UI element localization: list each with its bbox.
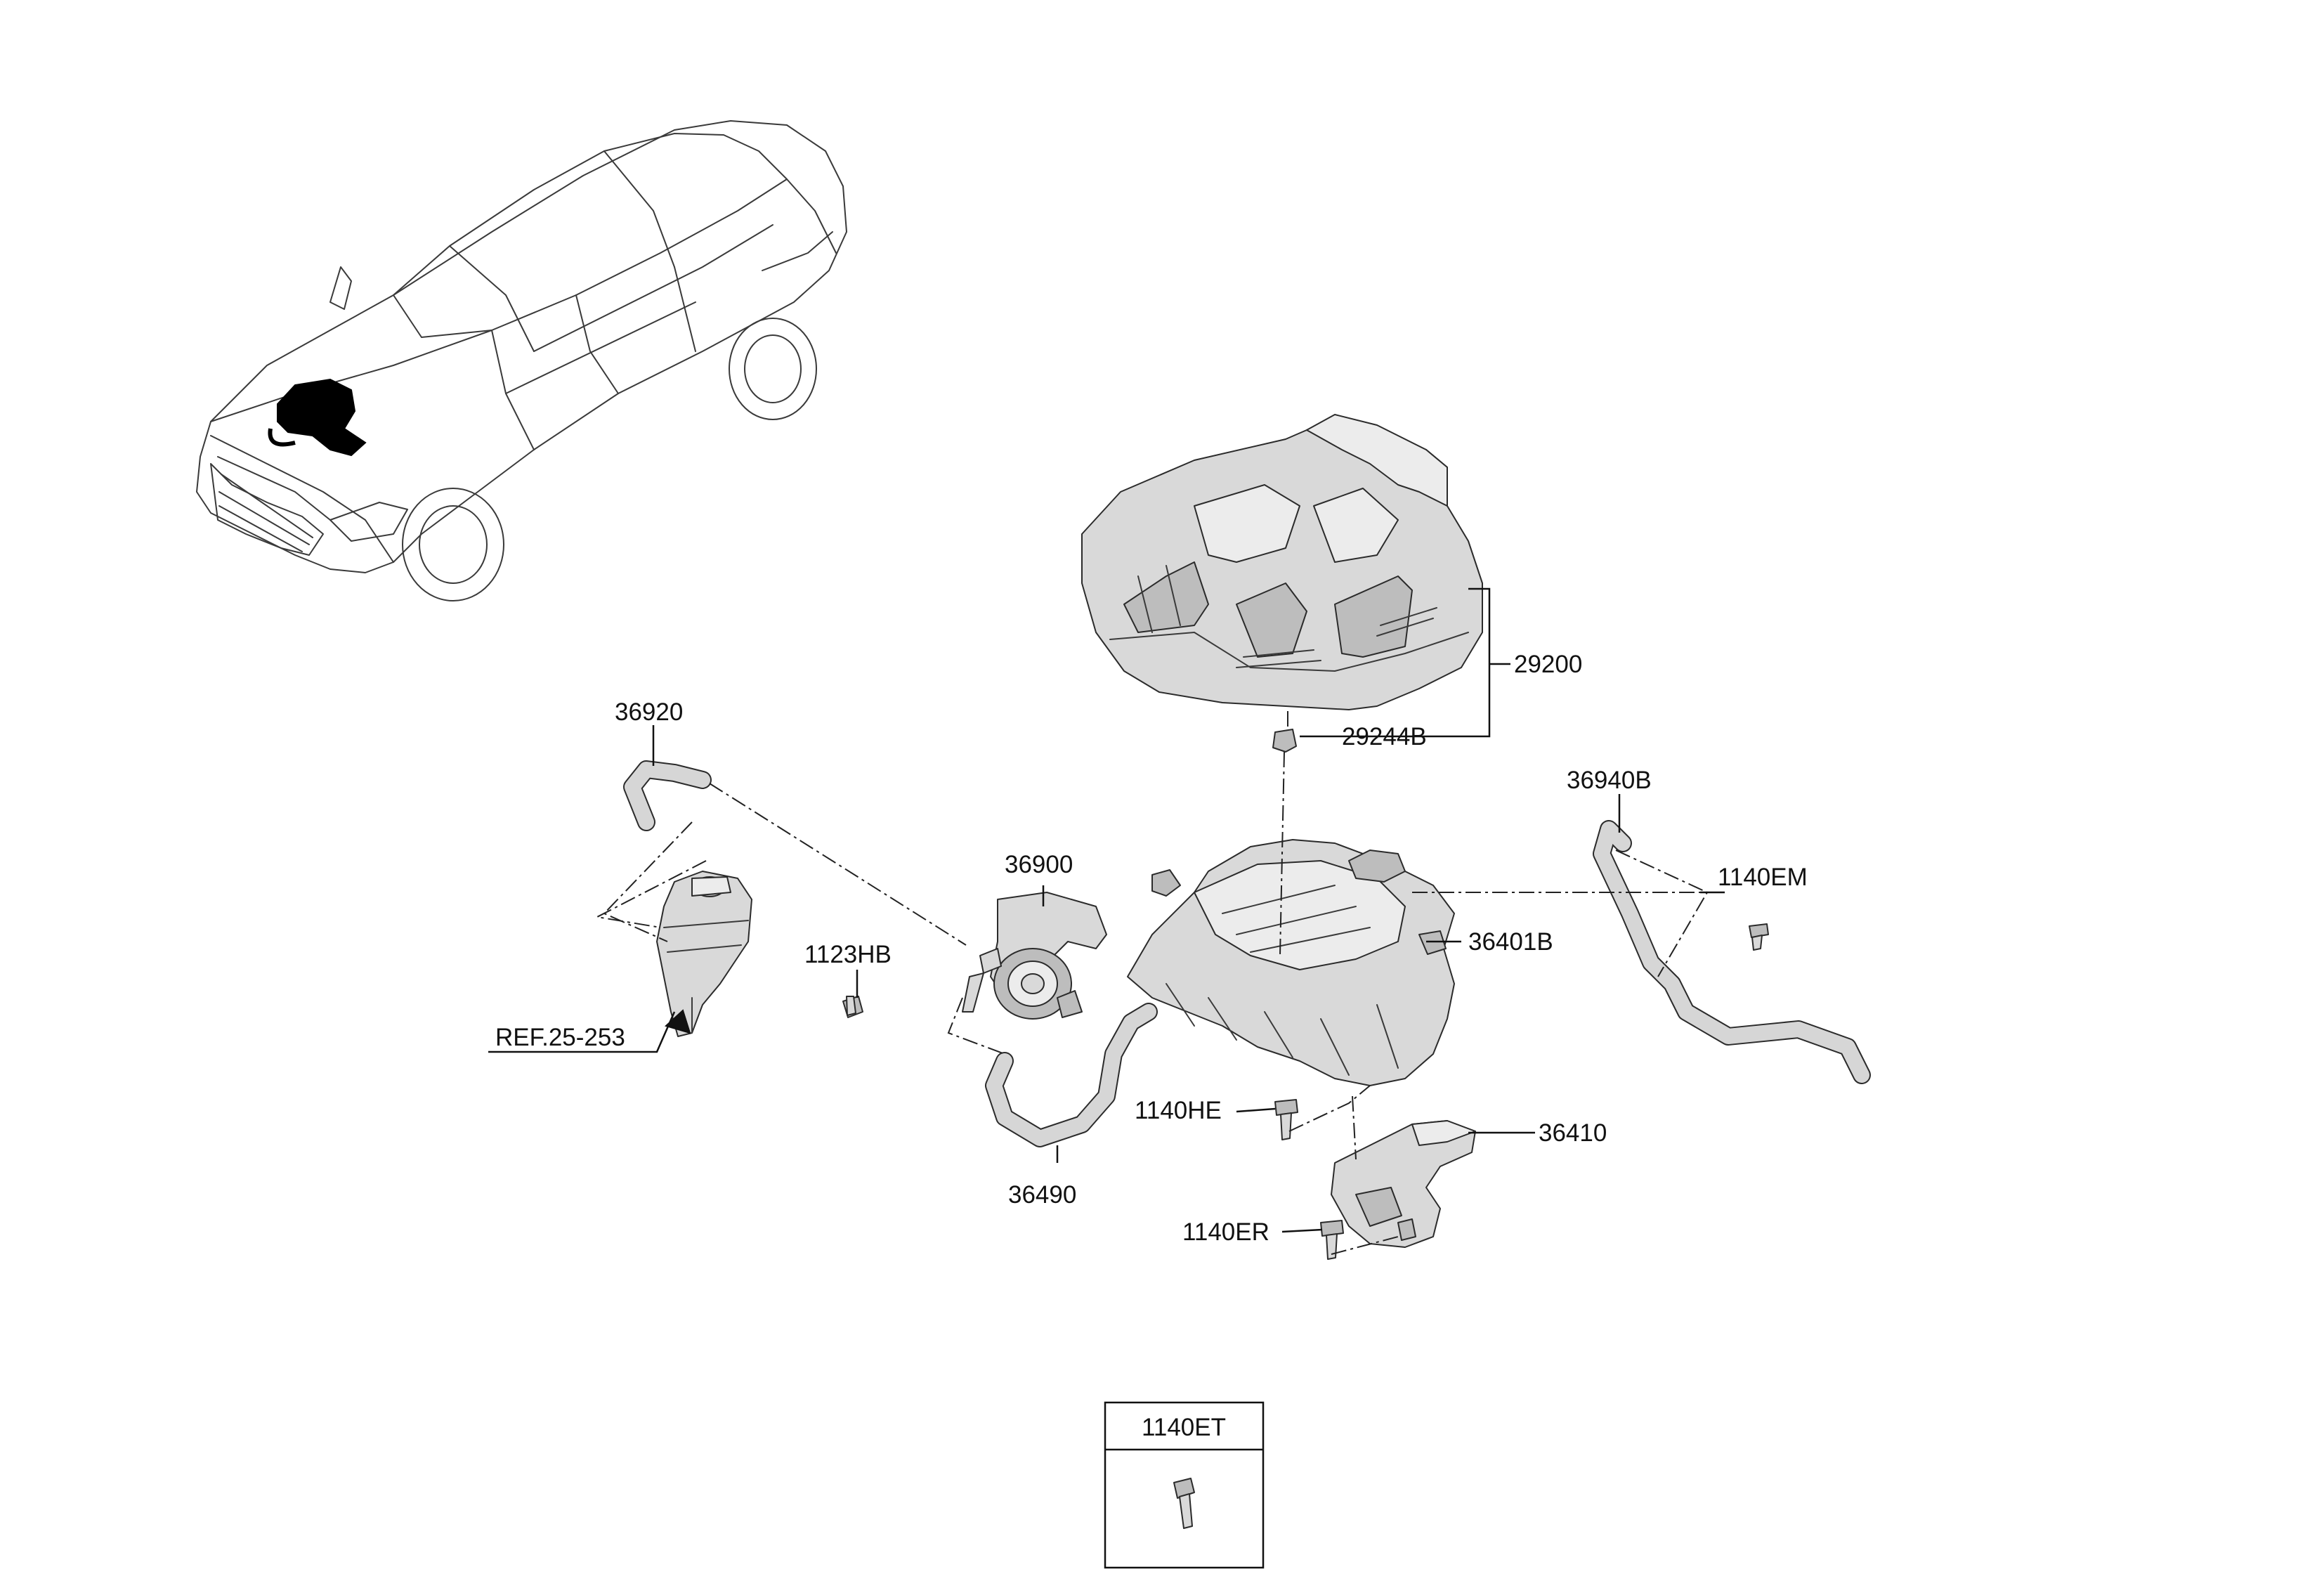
legend-box-label: 1140ET: [1142, 1414, 1226, 1441]
callout-1140em: 1140EM: [1718, 864, 1808, 891]
mounting-bracket-part: [1331, 1120, 1476, 1248]
bolt-1140et-icon: [1173, 1478, 1195, 1529]
engine-cover-part: [1081, 414, 1483, 710]
callout-36490: 36490: [1008, 1181, 1076, 1209]
assembly-chain-lines: [594, 711, 1709, 1255]
water-pump-part: [962, 892, 1107, 1020]
callout-1140he: 1140HE: [1135, 1097, 1222, 1124]
vehicle-locator-illustration: [196, 120, 847, 601]
inverter-assembly-part: [1127, 839, 1455, 1086]
callout-29244b: 29244B: [1342, 723, 1427, 750]
coolant-hose-36940b-part: [1593, 820, 1871, 1084]
bolt-legend-box: 1140ET: [1104, 1401, 1265, 1569]
callout-ref-25-253: REF.25-253: [495, 1024, 625, 1051]
callout-leaders: [488, 587, 1725, 1233]
callout-1140er: 1140ER: [1182, 1218, 1269, 1246]
grommet-29244b-part: [1272, 729, 1297, 753]
coolant-hose-36920-part: [623, 760, 712, 831]
callout-36940b: 36940B: [1567, 767, 1652, 794]
callout-29200: 29200: [1514, 651, 1582, 678]
bolt-1140em-part: [1749, 923, 1769, 951]
callout-1123hb: 1123HB: [804, 941, 892, 968]
callout-36920: 36920: [615, 698, 683, 726]
callout-36401b: 36401B: [1468, 928, 1553, 956]
callout-36900: 36900: [1005, 851, 1073, 878]
bolt-1140he-part: [1274, 1099, 1298, 1140]
callout-36410: 36410: [1539, 1119, 1607, 1147]
bolt-1123hb-part: [842, 996, 863, 1018]
coolant-hose-36490-part: [985, 1003, 1158, 1147]
component-location-highlight: [277, 378, 367, 457]
coolant-reservoir-part: [656, 871, 752, 1037]
